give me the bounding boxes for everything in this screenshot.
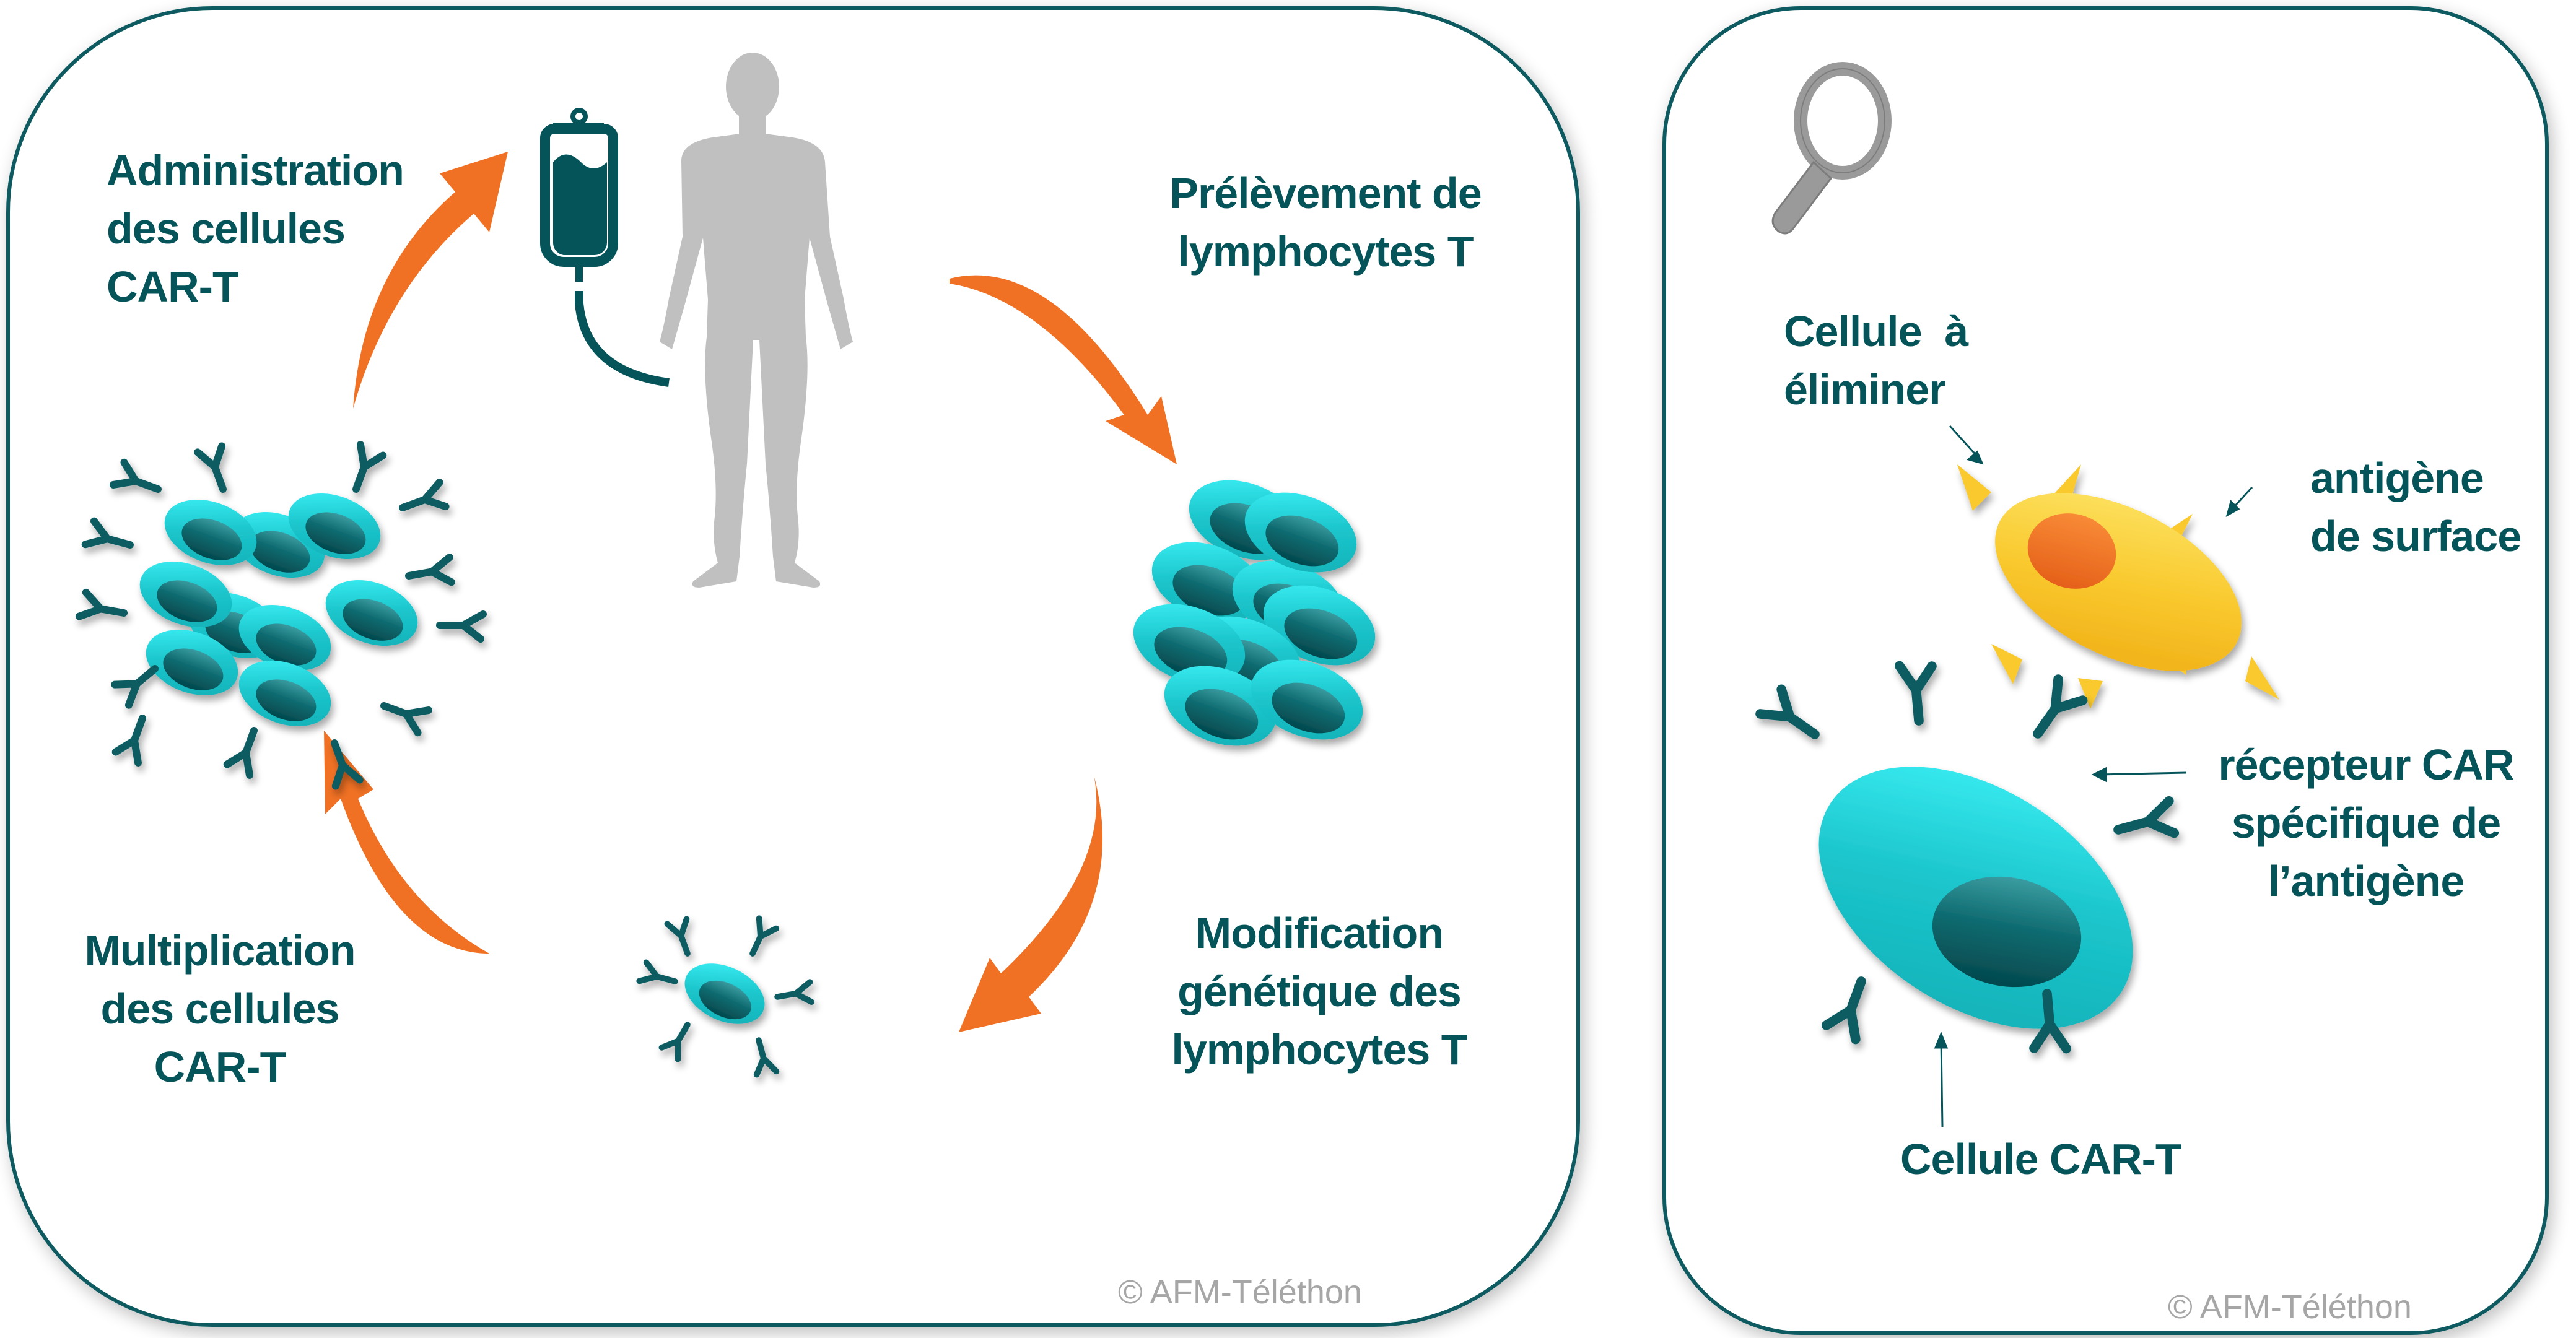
step-prelevement-label: Prélèvement de lymphocytes T [1109,164,1542,280]
iv-bag-icon [540,108,670,387]
car-t-cell-label: Cellule CAR-T [1900,1130,2182,1188]
label-line: CAR-T [154,1043,287,1091]
target-cell-icon [1957,464,2279,709]
magnifier-icon [1771,62,1892,235]
label-line: des cellules [100,984,340,1033]
label-line: spécifique de [2231,799,2501,847]
step-administration-label: Administration des cellules CAR-T [107,141,404,316]
left-panel [6,6,1580,1327]
step-multiplication-label: Multiplication des cellules CAR-T [19,921,421,1096]
label-line: Administration [107,146,404,194]
label-line: éliminer [1784,365,1945,414]
label-line: antigène [2310,454,2484,502]
label-line: Cellule à [1784,307,1968,355]
car-t-cell-large-icon [1760,663,2180,1083]
copyright-left: © AFM-Téléthon [1118,1274,1362,1311]
label-line: Prélèvement de [1169,169,1482,217]
step-modification-label: Modification génétique des lymphocytes T [1096,904,1542,1079]
antigen-label: antigène de surface [2310,449,2521,565]
label-line: Cellule CAR-T [1900,1135,2182,1183]
target-cell-label: Cellule à éliminer [1784,302,1968,419]
annotation-arrows [1934,425,2253,1127]
arrow-to-lymphocytes-icon [950,275,1177,464]
human-silhouette-icon [660,53,853,588]
label-line: génétique des [1177,967,1462,1015]
label-line: des cellules [107,204,346,253]
car-receptor-label: récepteur CAR spécifique de l’antigène [2193,736,2539,910]
right-panel [1662,6,2549,1335]
label-line: CAR-T [107,263,239,311]
copyright-right: © AFM-Téléthon [2168,1288,2412,1326]
label-line: Modification [1195,909,1444,957]
label-line: lymphocytes T [1177,227,1474,276]
label-line: lymphocytes T [1171,1025,1467,1074]
arrow-to-patient-icon [353,152,508,409]
arrow-to-modification-icon [959,775,1103,1032]
label-line: Multiplication [84,926,356,975]
label-line: récepteur CAR [2218,741,2514,789]
label-line: l’antigène [2268,857,2465,905]
label-line: de surface [2310,512,2521,560]
arrow-to-multiplication-icon [324,731,489,954]
